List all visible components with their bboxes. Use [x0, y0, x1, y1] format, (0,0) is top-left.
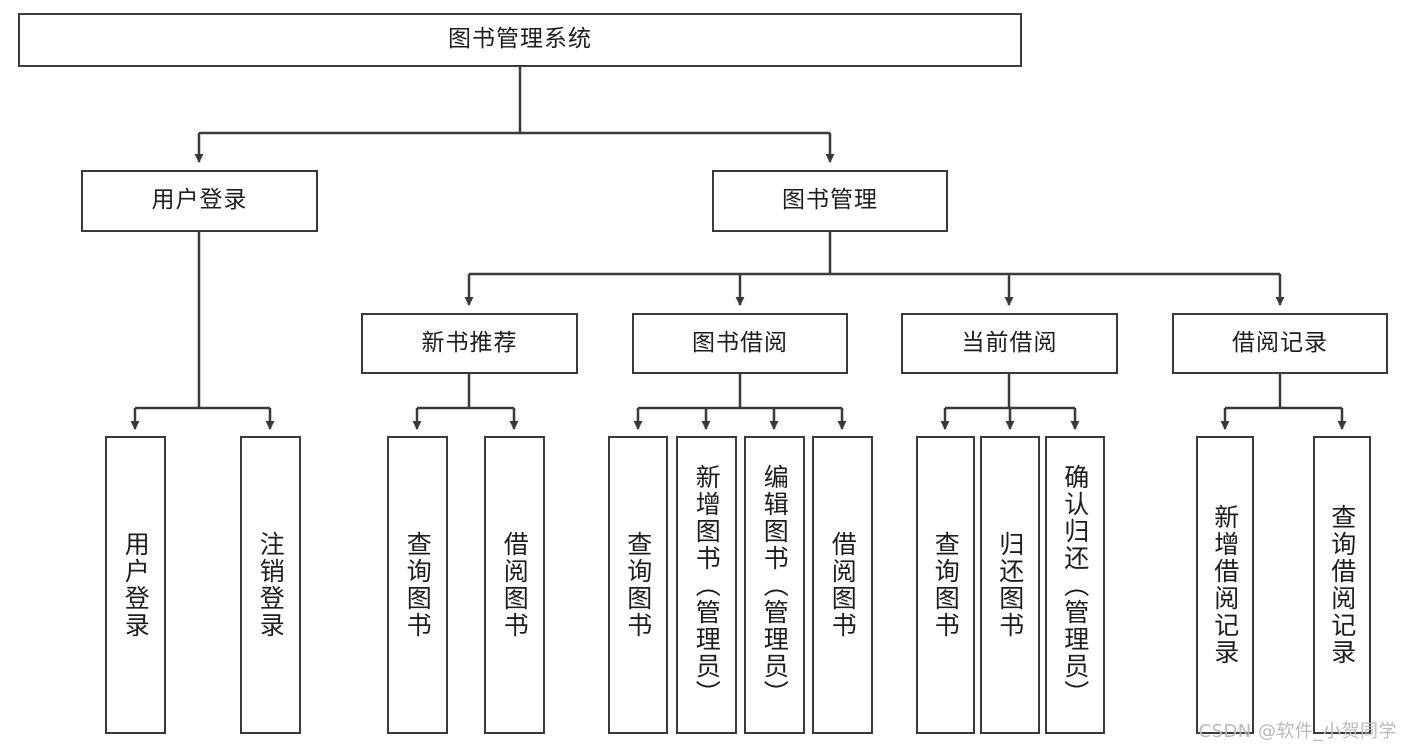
node-label: 查询图书: [623, 531, 653, 639]
node-leaf-return-book[interactable]: 归还图书: [980, 436, 1040, 734]
node-label: 借阅图书: [500, 531, 530, 639]
node-label: 查询图书: [931, 531, 961, 639]
node-leaf-borrow-book-1[interactable]: 借阅图书: [484, 436, 545, 734]
node-leaf-query-book-3[interactable]: 查询图书: [916, 436, 975, 734]
node-leaf-borrow-book-2[interactable]: 借阅图书: [812, 436, 873, 734]
node-label: 确认归还（管理员）: [1060, 463, 1090, 707]
node-leaf-user-login[interactable]: 用户登录: [105, 436, 166, 734]
node-label: 归还图书: [995, 531, 1025, 639]
node-leaf-confirm-return-admin[interactable]: 确认归还（管理员）: [1045, 436, 1105, 734]
node-label: 编辑图书（管理员）: [760, 463, 790, 707]
node-leaf-add-book-admin[interactable]: 新增图书（管理员）: [676, 436, 737, 734]
node-borrow-record[interactable]: 借阅记录: [1172, 313, 1388, 374]
node-leaf-edit-book-admin[interactable]: 编辑图书（管理员）: [744, 436, 805, 734]
node-label: 当前借阅: [961, 329, 1058, 356]
node-leaf-add-borrow-record[interactable]: 新增借阅记录: [1196, 436, 1254, 734]
node-label: 图书管理: [782, 187, 878, 214]
node-label: 新增借阅记录: [1210, 504, 1240, 666]
node-label: 新书推荐: [421, 329, 518, 356]
node-label: 用户登录: [121, 531, 151, 639]
node-leaf-query-borrow-record[interactable]: 查询借阅记录: [1313, 436, 1371, 734]
node-book-management[interactable]: 图书管理: [712, 170, 948, 232]
node-leaf-logout[interactable]: 注销登录: [240, 436, 301, 734]
node-leaf-query-book-1[interactable]: 查询图书: [387, 436, 448, 734]
node-label: 查询图书: [403, 531, 433, 639]
node-label: 用户登录: [151, 187, 248, 214]
node-label: 注销登录: [256, 531, 286, 639]
watermark-text: CSDN @软件_小贺同学: [1198, 721, 1397, 742]
node-label: 查询借阅记录: [1327, 504, 1357, 666]
node-leaf-query-book-2[interactable]: 查询图书: [608, 436, 668, 734]
node-user-login[interactable]: 用户登录: [81, 170, 318, 232]
node-current-borrow[interactable]: 当前借阅: [901, 313, 1118, 374]
node-label: 借阅记录: [1232, 329, 1328, 356]
node-new-book-recommend[interactable]: 新书推荐: [361, 313, 578, 374]
node-book-borrow[interactable]: 图书借阅: [632, 313, 848, 374]
node-label: 新增图书（管理员）: [692, 463, 722, 707]
node-label: 图书借阅: [692, 329, 788, 356]
node-label: 图书管理系统: [448, 26, 592, 53]
node-root-book-management-system[interactable]: 图书管理系统: [18, 13, 1022, 67]
node-label: 借阅图书: [828, 531, 858, 639]
